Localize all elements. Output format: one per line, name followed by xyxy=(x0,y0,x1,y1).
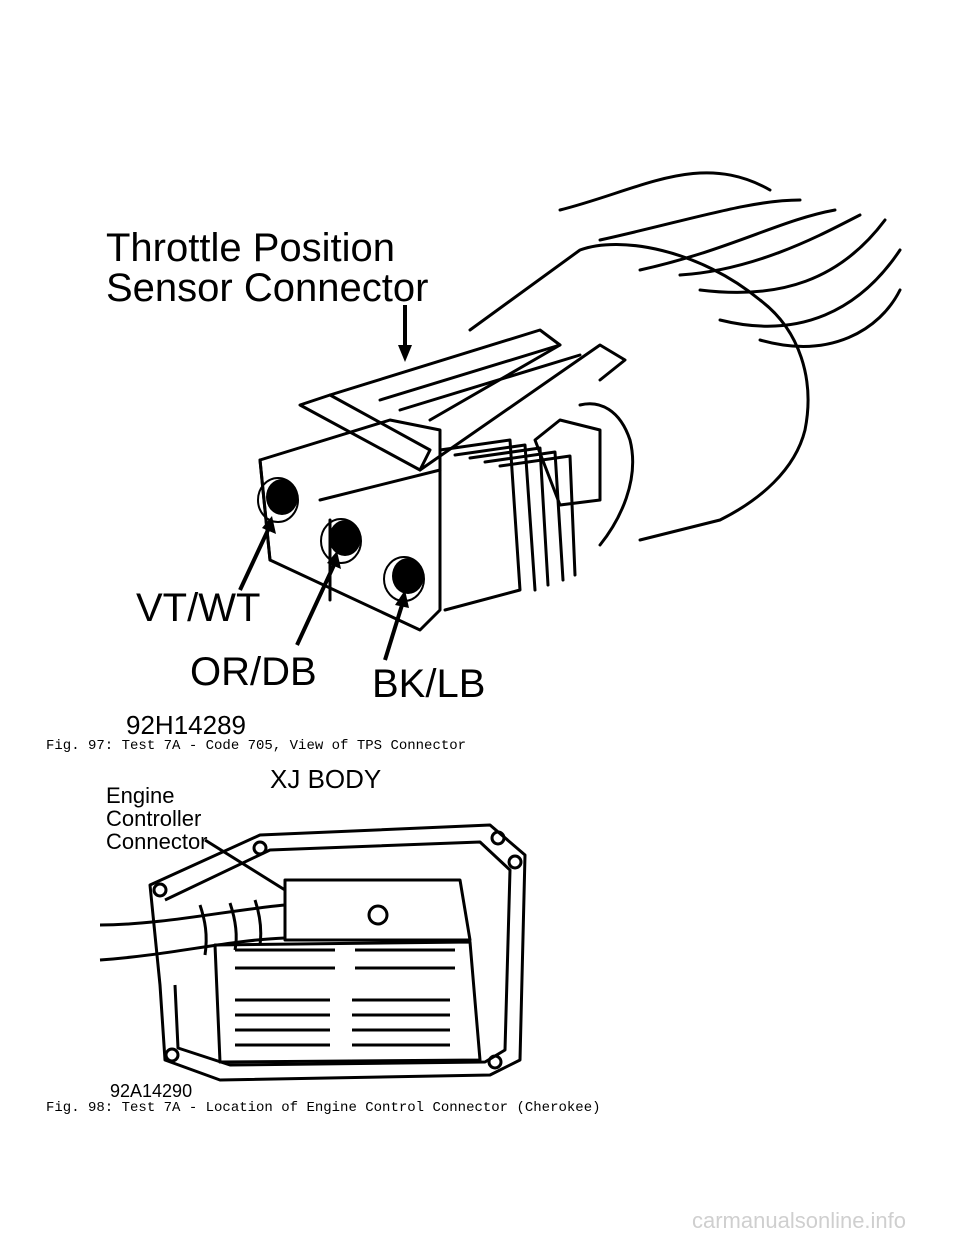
figure-image-code: 92H14289 xyxy=(126,710,246,740)
figure-caption: Fig. 97: Test 7A - Code 705, View of TPS… xyxy=(46,738,467,754)
part-label-line2: Controller xyxy=(106,806,202,831)
figure-title-line2: Sensor Connector xyxy=(106,266,429,310)
figure-title-line1: Throttle Position xyxy=(106,226,396,270)
wire-label-or-db: OR/DB xyxy=(190,650,317,694)
part-label-line1: Engine xyxy=(106,783,175,808)
wire-label-vt-wt: VT/WT xyxy=(136,586,261,630)
site-watermark: carmanualsonline.info xyxy=(692,1208,907,1233)
wire-label-bk-lb: BK/LB xyxy=(372,662,486,706)
tps-connector-illustration xyxy=(238,171,902,661)
figure-image-code: 92A14290 xyxy=(110,1081,193,1101)
body-label: XJ BODY xyxy=(270,764,382,794)
figure-caption: Fig. 98: Test 7A - Location of Engine Co… xyxy=(46,1100,601,1116)
part-label-line3: Connector xyxy=(106,829,208,854)
